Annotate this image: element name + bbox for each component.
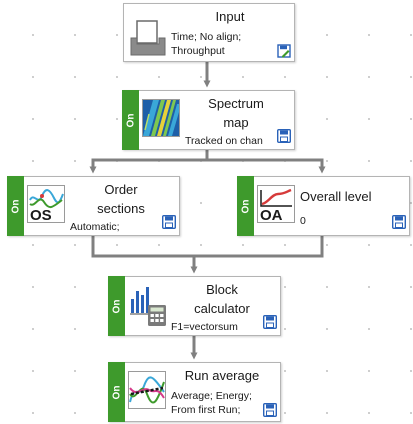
node-title-line-1: Block xyxy=(206,282,238,297)
node-overall-level[interactable]: On OA Overall level 0 xyxy=(237,176,410,236)
node-block-calculator[interactable]: On Block calculator F1=vectorsum xyxy=(108,276,281,336)
node-run-average[interactable]: On Run average Average; Energy; From fir… xyxy=(108,362,281,422)
node-detail-line-1: F1=vectorsum xyxy=(171,321,238,333)
node-title: Run average xyxy=(184,368,260,383)
node-detail-line-2: From first Run; xyxy=(171,404,241,416)
node-detail-line-1: Tracked on chan xyxy=(185,135,263,147)
node-input[interactable]: Input Time; No align; Throughput xyxy=(123,3,295,62)
run-average-icon xyxy=(128,371,166,409)
node-detail-line-1: Average; Energy; xyxy=(171,390,252,402)
on-toggle[interactable]: On xyxy=(122,90,139,150)
on-toggle[interactable]: On xyxy=(7,176,24,236)
node-title-line-1: Order xyxy=(104,182,138,197)
edit-settings-icon[interactable] xyxy=(277,44,291,58)
node-order-sections[interactable]: On OS Order sections Automatic; xyxy=(7,176,180,236)
overall-level-oa-icon: OA xyxy=(257,185,295,223)
connector-overall-level-to-block-calculator xyxy=(194,236,324,258)
order-sections-os-icon: OS xyxy=(27,185,65,223)
save-icon[interactable] xyxy=(162,215,176,229)
node-detail-line-1: Automatic; xyxy=(70,221,120,233)
on-toggle[interactable]: On xyxy=(108,276,125,336)
save-icon[interactable] xyxy=(392,215,406,229)
node-detail-line-1: 0 xyxy=(300,215,306,227)
save-icon[interactable] xyxy=(263,315,277,329)
os-icon-label: OS xyxy=(30,207,52,222)
connector-spectrum-map-to-overall-level xyxy=(207,158,326,174)
node-title-line-1: Spectrum xyxy=(208,96,264,111)
on-toggle[interactable]: On xyxy=(108,362,125,422)
save-icon[interactable] xyxy=(263,403,277,417)
node-title: Overall level xyxy=(300,189,372,204)
node-title-line-2: sections xyxy=(97,201,145,216)
node-title-line-2: calculator xyxy=(194,301,250,316)
connector-spectrum-map-to-order-sections xyxy=(89,150,209,174)
save-icon[interactable] xyxy=(277,129,291,143)
inbox-tray-icon xyxy=(128,18,168,58)
calculator-chart-icon xyxy=(128,285,168,327)
node-title-line-2: map xyxy=(223,115,249,130)
node-title: Input xyxy=(215,9,245,24)
connector-order-sections-to-block-calculator xyxy=(91,236,198,274)
node-detail-line-2: Throughput xyxy=(171,45,225,57)
oa-icon-label: OA xyxy=(260,207,283,222)
node-detail-line-1: Time; No align; xyxy=(171,31,242,43)
spectrum-map-icon xyxy=(142,99,180,137)
on-toggle[interactable]: On xyxy=(237,176,254,236)
node-spectrum-map[interactable]: On Spectrum map Tracked on chan xyxy=(122,90,295,150)
